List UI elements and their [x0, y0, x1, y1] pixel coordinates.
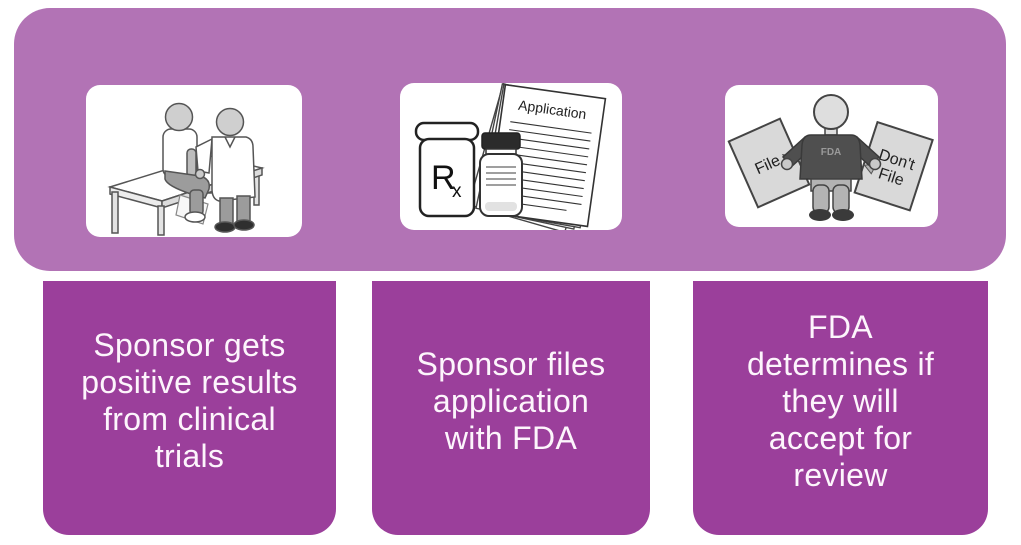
step-text-line: with FDA: [444, 419, 578, 456]
rx-bottle-application-papers-illustration: Application: [414, 83, 607, 230]
step-box-files-application: Sponsor files application with FDA: [372, 281, 650, 535]
fda-shirt-label: FDA: [821, 147, 842, 158]
rx-symbol-x: x: [452, 181, 462, 202]
step-box-clinical-trials: Sponsor gets positive results from clini…: [43, 281, 336, 535]
step-text-line: accept for: [768, 419, 913, 456]
rx-pill-bottle: R x: [414, 121, 480, 218]
illustration-banner: Application: [14, 8, 1006, 271]
step-box-fda-review-decision: FDA determines if they will accept for r…: [693, 281, 988, 535]
application-filing-card: Application: [400, 83, 622, 230]
doctor-patient-exam-illustration: [107, 102, 265, 236]
step-text-line: FDA: [808, 308, 873, 345]
clinical-trial-card: [86, 85, 302, 237]
step-text-line: trials: [154, 438, 225, 474]
step-text-line: Sponsor files: [416, 345, 606, 382]
file-paper: File: [727, 117, 811, 209]
step-text-line: they will: [782, 382, 899, 419]
doctor-figure: [194, 107, 256, 233]
step-text-line: from clinical: [103, 401, 276, 437]
step-text-line: Sponsor gets: [93, 327, 286, 363]
fda-decision-card: File Don't File FDA: [725, 85, 938, 227]
fda-person-figure: FDA: [780, 94, 882, 221]
fda-file-dont-file-illustration: File Don't File FDA: [727, 94, 934, 221]
step-text-line: determines if: [746, 345, 935, 382]
rx-symbol-r: R: [431, 159, 456, 197]
medicine-vial: [479, 132, 523, 217]
step-text-line: application: [432, 382, 590, 419]
step-text-line: review: [793, 456, 888, 493]
step-text-line: positive results: [81, 364, 298, 400]
dont-file-paper: Don't File: [853, 120, 934, 212]
